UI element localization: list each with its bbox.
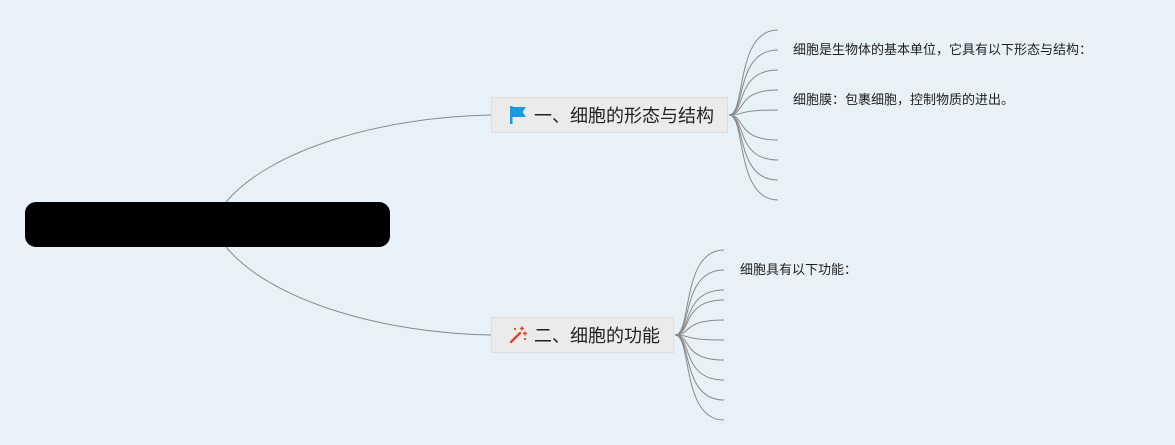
subtopic-connector — [728, 109, 779, 116]
subtopic-connector — [674, 334, 725, 421]
magic-wand-icon — [508, 325, 528, 345]
subtopic-connector — [674, 319, 725, 336]
connector-root-topic-1 — [225, 114, 492, 203]
subtopic-cell-basic-unit[interactable]: 细胞是生物体的基本单位，它具有以下形态与结构： — [793, 43, 1093, 58]
connector-root-topic-2 — [225, 246, 492, 336]
subtopic-connector — [728, 49, 779, 116]
subtopic-connector — [728, 29, 779, 116]
subtopic-cell-functions[interactable]: 细胞具有以下功能： — [740, 263, 858, 278]
subtopic-connector — [674, 269, 725, 336]
topic-cell-structure[interactable]: 一、细胞的形态与结构 — [491, 97, 728, 133]
topic-label: 一、细胞的形态与结构 — [534, 106, 714, 127]
subtopic-connector — [728, 69, 779, 116]
topic-label: 二、细胞的功能 — [534, 326, 660, 347]
subtopic-connector — [728, 114, 779, 201]
root-node[interactable] — [25, 202, 390, 247]
subtopic-connectors-topic-2 — [674, 249, 725, 421]
subtopic-connector — [674, 249, 725, 336]
subtopic-connector — [728, 89, 779, 116]
subtopic-cell-membrane[interactable]: 细胞膜：包裹细胞，控制物质的进出。 — [793, 93, 1015, 108]
subtopic-connector — [674, 299, 725, 336]
subtopic-connectors-topic-1 — [728, 29, 779, 201]
topic-cell-function[interactable]: 二、细胞的功能 — [491, 317, 674, 353]
flag-icon — [508, 105, 528, 125]
